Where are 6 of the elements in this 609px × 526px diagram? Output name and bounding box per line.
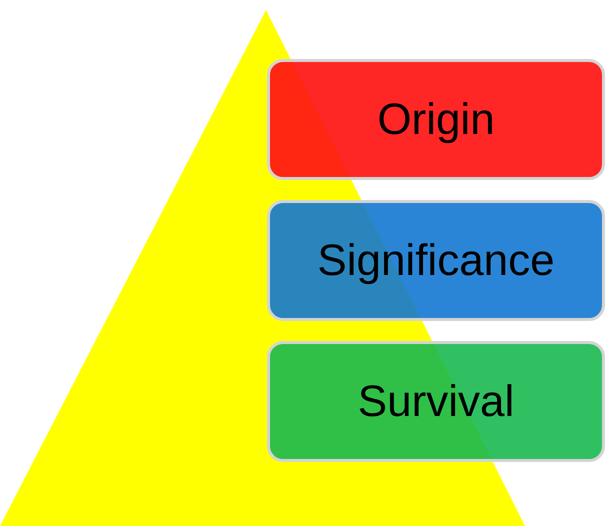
level-label: Survival: [358, 376, 514, 426]
level-box: [267, 200, 605, 321]
level-box: [267, 59, 605, 180]
level-label: Origin: [377, 94, 495, 144]
level-label: Significance: [317, 236, 555, 286]
level-box: [267, 341, 605, 462]
